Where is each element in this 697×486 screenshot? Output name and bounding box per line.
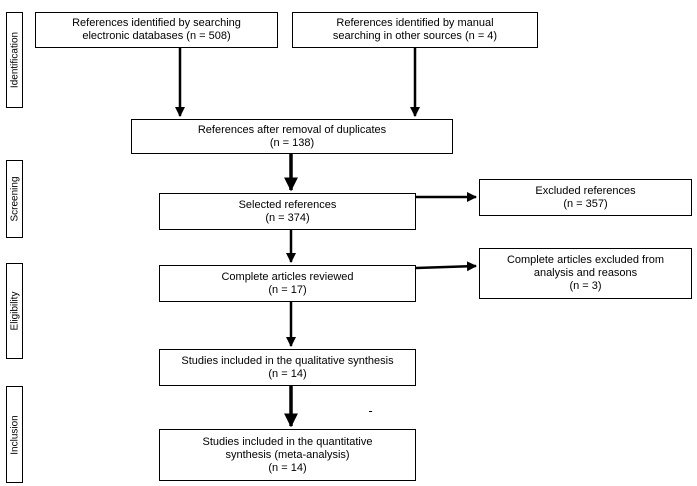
box-reviewed-line1: Complete articles reviewed xyxy=(221,270,354,283)
box-excluded-articles-line2: analysis and reasons xyxy=(533,267,638,279)
box-qualitative-line2: (n = 14) xyxy=(268,367,307,380)
box-after-duplicates-line2: (n = 138) xyxy=(269,136,315,149)
box-excluded-articles-line3: (n = 3) xyxy=(569,280,602,292)
box-reviewed: Complete articles reviewed (n = 17) xyxy=(159,265,416,302)
box-selected-line1: Selected references xyxy=(238,198,337,211)
box-quantitative-line3: (n = 14) xyxy=(268,461,307,474)
box-quantitative: Studies included in the quantitative syn… xyxy=(159,429,416,481)
box-reviewed-line2: (n = 17) xyxy=(268,283,307,296)
arrow-reviewed-to-excluded-articles xyxy=(415,261,477,272)
box-excluded-articles: Complete articles excluded from analysis… xyxy=(479,248,692,299)
box-excluded-articles-line1: Complete articles excluded from xyxy=(506,254,665,266)
stage-identification: Identification xyxy=(6,12,23,108)
box-excluded-line2: (n = 357) xyxy=(563,197,608,210)
box-after-duplicates-line1: References after removal of duplicates xyxy=(197,123,387,136)
box-selected-line2: (n = 374) xyxy=(265,211,310,224)
box-db-search-line1: References identified by searching xyxy=(72,17,241,29)
stray-dash-mark xyxy=(369,411,372,412)
box-selected: Selected references (n = 374) xyxy=(159,193,416,230)
box-manual-search-line2: searching in other sources (n = 4) xyxy=(332,30,498,42)
stage-inclusion: Inclusion xyxy=(6,386,23,483)
box-quantitative-line1: Studies included in the quantitative xyxy=(202,435,373,448)
box-qualitative: Studies included in the qualitative synt… xyxy=(159,349,416,386)
stage-screening: Screening xyxy=(6,160,23,238)
box-after-duplicates: References after removal of duplicates (… xyxy=(131,119,453,154)
box-quantitative-line2: synthesis (meta-analysis) xyxy=(225,448,350,461)
stage-eligibility: Eligibility xyxy=(6,263,23,359)
box-manual-search: References identified by manual searchin… xyxy=(292,12,538,48)
box-excluded: Excluded references (n = 357) xyxy=(479,179,692,216)
box-db-search-line2: electronic databases (n = 508) xyxy=(82,30,231,42)
box-manual-search-line1: References identified by manual xyxy=(336,17,494,29)
box-db-search: References identified by searching elect… xyxy=(35,12,278,48)
box-qualitative-line1: Studies included in the qualitative synt… xyxy=(181,354,394,367)
box-excluded-line1: Excluded references xyxy=(535,184,636,197)
